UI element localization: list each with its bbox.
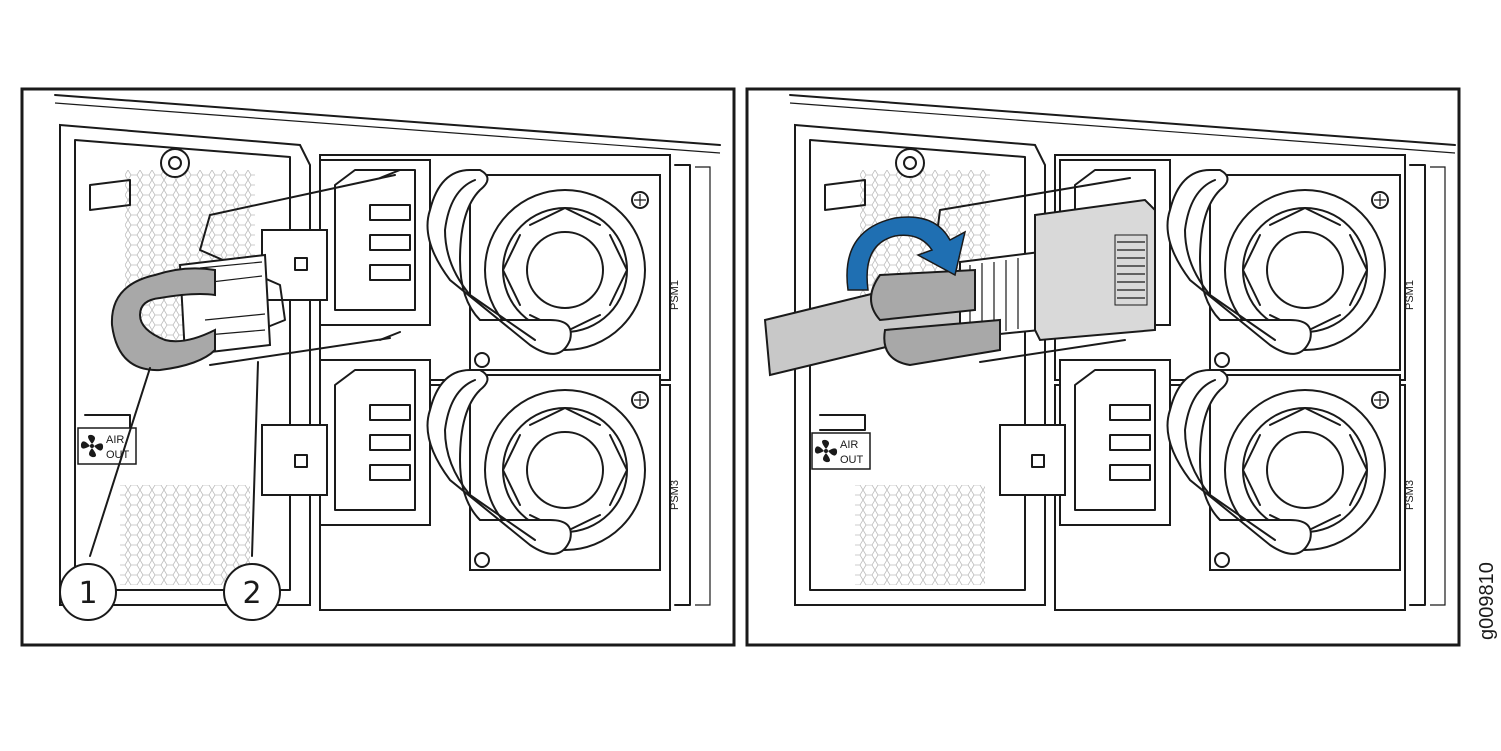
left-panel: AIR OUT PSM1 PSM3 1 2 <box>20 87 736 647</box>
airflow-label-line1: AIR <box>106 434 124 446</box>
callout-1-leader <box>89 367 151 557</box>
airflow-label-line2: OUT <box>840 454 864 466</box>
airflow-label-line1: AIR <box>840 439 858 451</box>
svg-text:2: 2 <box>242 576 261 611</box>
fan-icon <box>814 439 838 463</box>
slot-label-bottom: PSM3 <box>669 480 681 510</box>
airflow-badge-right: AIR OUT <box>811 432 871 470</box>
psu-top-inlet <box>319 159 431 326</box>
figure-id: g009810 <box>1476 562 1498 640</box>
slot-label-top: PSM1 <box>669 280 681 310</box>
airflow-label-line2: OUT <box>106 449 130 461</box>
callout-1: 1 <box>59 563 117 621</box>
callout-2-leader <box>251 361 259 557</box>
airflow-badge-left: AIR OUT <box>77 427 137 465</box>
callout-2: 2 <box>223 563 281 621</box>
slot-label-bottom-right: PSM3 <box>1404 480 1416 510</box>
retainer-clip-lower <box>209 337 391 366</box>
power-cord <box>763 198 1156 377</box>
rotate-arrow-icon <box>846 216 967 291</box>
slot-label-top-right: PSM1 <box>1404 280 1416 310</box>
svg-text:1: 1 <box>78 576 97 611</box>
psu-bottom-inlet <box>319 359 431 526</box>
right-panel: AIR OUT PSM1 PSM3 <box>745 87 1461 647</box>
fan-icon <box>80 434 104 458</box>
psu-bottom-inlet-right <box>1059 359 1171 526</box>
cord-sleeve <box>110 253 272 372</box>
